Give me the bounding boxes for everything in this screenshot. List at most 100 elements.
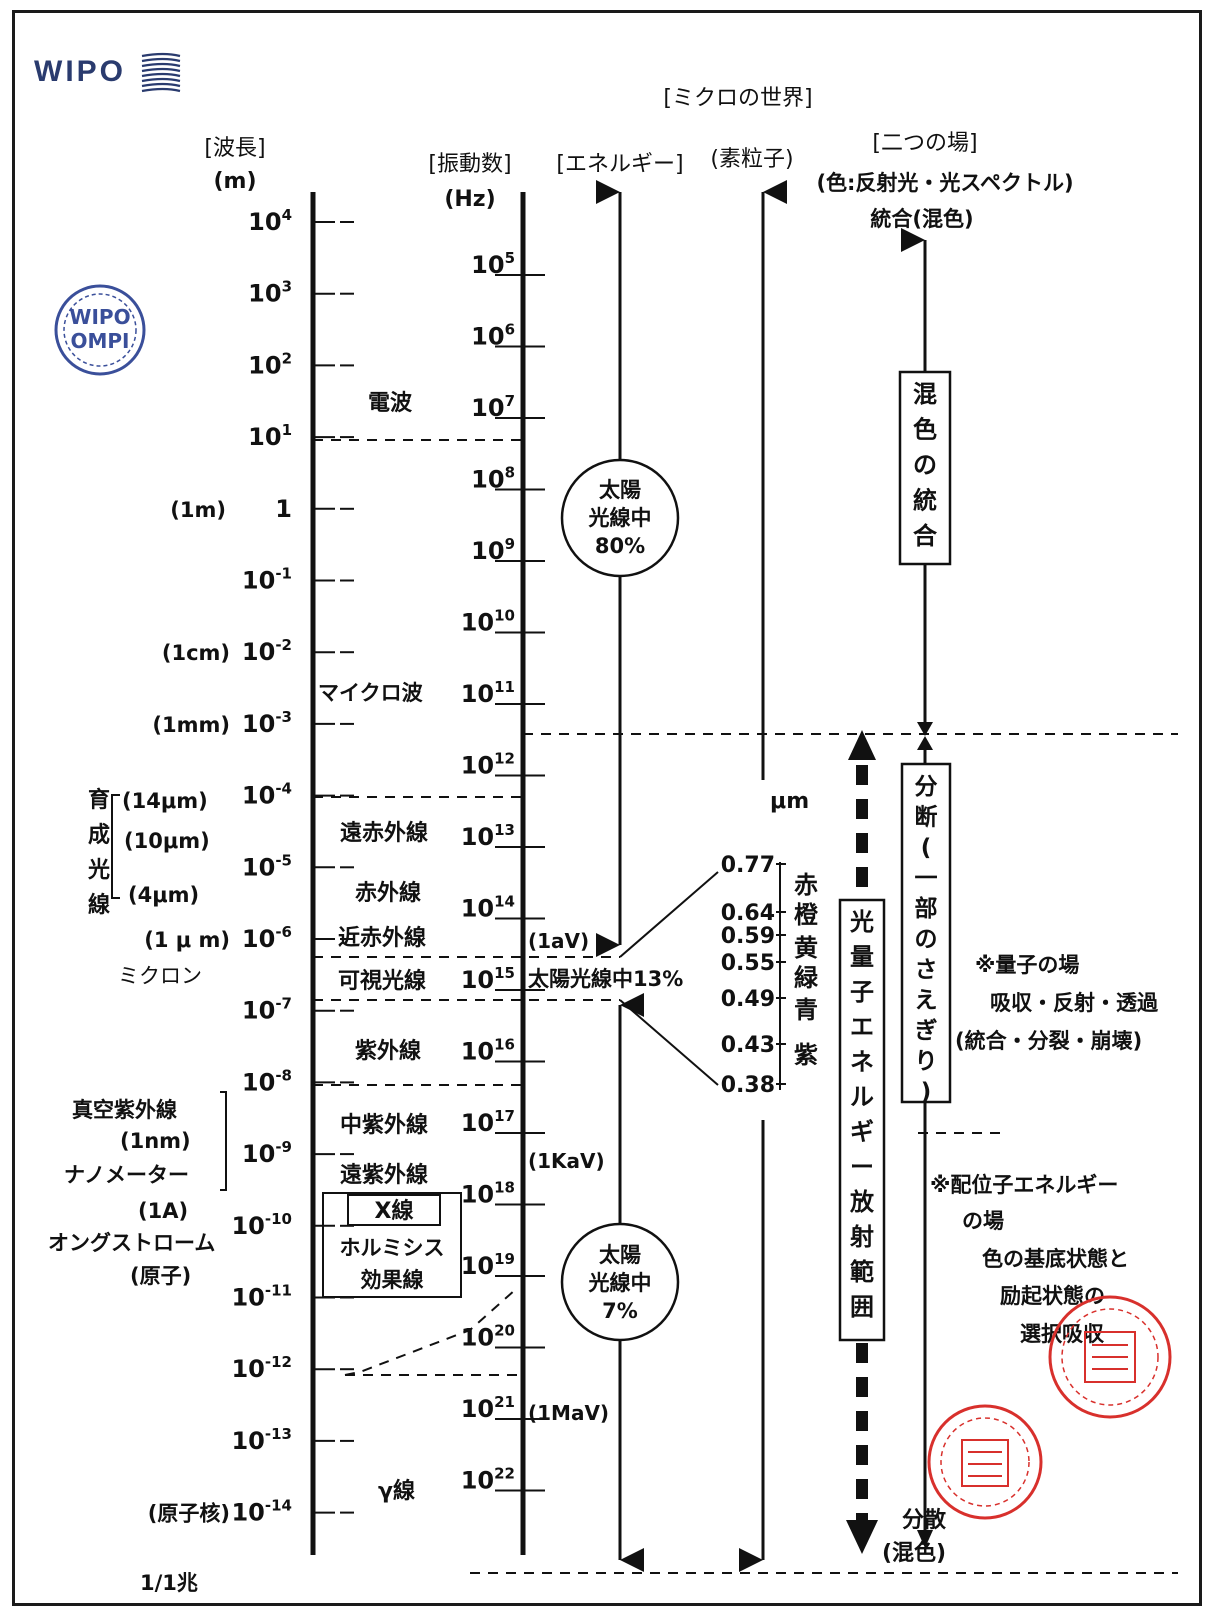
header-frequency-unit: (Hz) [444,187,495,212]
band-visible: 可視光線 [338,968,426,994]
wavelength-tick-label: 10-12 [231,1353,292,1383]
frequency-tick-label: 1010 [461,607,515,637]
wavelength-tick-label: 102 [248,349,292,379]
band-radio: 電波 [368,391,413,416]
sun80-line3: 80% [595,534,645,558]
partial-block-text: 分断(一部のさえぎり) [915,774,938,1105]
micro-value: 0.38 [721,1073,775,1098]
frequency-tick-label: 1016 [461,1036,515,1066]
wavelength-tick-label: 10-2 [242,636,292,666]
wavelength-tick-label: 10-5 [242,851,292,881]
label-nanometer: ナノメーター [64,1163,189,1187]
frequency-tick-label: 1020 [461,1322,515,1352]
ikusei-2: 成 [88,823,110,848]
red-seal-icon [1048,1295,1172,1419]
micro-value: 0.49 [721,987,775,1012]
band-labels: 電波 マイクロ波 遠赤外線 赤外線 近赤外線 可視光線 紫外線 中紫外線 遠紫外… [318,391,462,1504]
wavelength-tick-prefix: (1cm) [162,641,230,665]
band-microwave: マイクロ波 [318,681,424,705]
wavelength-tick-prefix: (1mm) [152,713,230,737]
xray-box [347,1194,441,1226]
hormesis-box [322,1192,462,1298]
frequency-tick-label: 109 [471,535,515,565]
header-wavelength-unit: (m) [213,169,256,194]
micro-color-name: 橙 [794,901,819,929]
label-1a: (1A) [138,1199,188,1223]
wavelength-tick-label: 103 [248,278,292,308]
photon-range-box [838,898,886,1342]
quantum-ops: 吸収・反射・透過 [990,991,1159,1015]
energy-sun13: 太陽光線中13% [528,967,683,991]
sun7-line1: 太陽 [599,1243,641,1267]
wavelength-tick-prefix: (1m) [170,498,226,522]
band-hormesis-2: 効果線 [361,1268,424,1292]
band-gamma: γ線 [378,1478,415,1504]
wavelength-tick-label: 10-7 [242,995,292,1025]
micro-value: 0.77 [721,853,775,878]
frequency-tick-label: 107 [471,392,515,422]
wavelength-ticks: 1041031021011(1m)10-110-2(1cm)10-3(1mm)1… [144,206,354,1527]
label-4um: (4μm) [128,883,199,907]
frequency-tick-label: 1019 [461,1250,515,1280]
band-far-ir: 遠赤外線 [340,820,428,846]
band-mid-uv: 中紫外線 [340,1112,428,1138]
seal-text-wipo: WIPO [69,305,130,329]
wavelength-side-labels: 育 成 光 線 (14μm) (10μm) (4μm) ミクロン 真空紫外線 (… [48,787,227,1595]
micro-unit: μm [770,789,809,814]
energy-kev: (1KaV) [528,1149,605,1173]
band-xray: X線 [375,1198,414,1224]
dispersion-2: (混色) [882,1540,946,1566]
micro-value: 0.43 [721,1033,775,1058]
band-uv: 紫外線 [355,1038,421,1064]
ikusei-3: 光 [87,858,110,883]
ikusei-bracket [111,794,120,899]
frequency-tick-label: 1013 [461,821,515,851]
wavelength-tick-label: 101 [248,421,292,451]
seal-text-ompi: OMPI [70,329,129,353]
frequency-tick-label: 1014 [461,893,515,923]
header-micro-world: [ミクロの世界] [663,86,812,111]
ligand-3: 色の基底状態と [982,1247,1129,1271]
band-near-ir: 近赤外線 [338,925,426,951]
frequency-tick-label: 1021 [461,1393,515,1423]
micro-values: 0.770.640.590.550.490.430.38 [721,853,786,1098]
ligand-2: の場 [962,1209,1004,1233]
frequency-tick-label: 1012 [461,750,515,780]
photon-range: 光量子エネルギー放射範囲 [838,730,886,1554]
header-two-fields: [二つの場] [872,131,977,156]
label-micron: ミクロン [118,964,202,988]
frequency-tick-label: 1022 [461,1465,515,1495]
micro-color-name: 青 [794,996,818,1024]
frequency-tick-label: 1018 [461,1179,515,1209]
label-10um: (10μm) [124,829,210,853]
wavelength-tick-label: 10-10 [231,1210,292,1240]
micro-value: 0.59 [721,924,775,949]
wavelength-tick-label: 10-3 [242,708,292,738]
header-particle: (素粒子) [710,147,793,172]
sun80-line1: 太陽 [599,478,641,502]
ligand-1: ※配位子エネルギー [930,1173,1118,1197]
frequency-tick-label: 1011 [461,678,515,708]
wipo-logo-text: WIPO [34,55,126,88]
wavelength-tick-label: 10-1 [242,565,292,595]
wipo-logo: WIPO [34,50,186,94]
ligand-4: 励起状態の [1000,1284,1105,1308]
micro-color-name: 黄 [794,934,818,962]
band-far-uv: 遠紫外線 [340,1162,428,1188]
partial-block-box [900,762,952,1104]
sun7-line3: 7% [602,1299,638,1323]
wavelength-tick-prefix: (原子核) [148,1502,230,1526]
label-vacuum-uv: 真空紫外線 [72,1098,177,1122]
sun-80-circle: 太陽 光線中 80% [560,458,680,578]
energy-mev: (1MaV) [528,1401,609,1425]
frequency-tick-label: 1015 [461,964,515,994]
header-integration: 統合(混色) [870,207,973,231]
sun-7-circle: 太陽 光線中 7% [560,1222,680,1342]
micro-color-name: 赤 [794,871,818,899]
wavelength-tick-label: 10-4 [242,780,292,810]
red-seal-2-icon [927,1404,1043,1520]
header-color-note: (色:反射光・光スペクトル) [816,171,1073,195]
wavelength-tick-label: 104 [248,206,292,236]
